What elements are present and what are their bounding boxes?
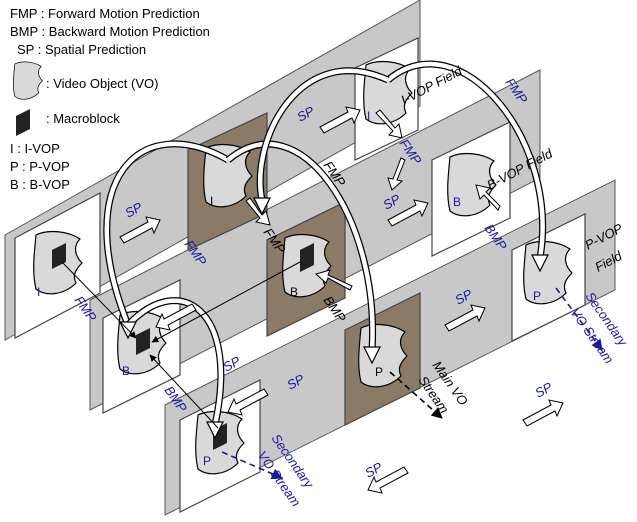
- label-sp-7: SP: [532, 379, 555, 401]
- legend-pvop: P : P-VOP: [10, 159, 70, 174]
- sp-arrow-13: [387, 157, 406, 191]
- macroblock-b-mid: [300, 243, 314, 272]
- sp-arrow-9: [375, 109, 403, 139]
- sp-arrow-11: [475, 184, 501, 211]
- letter-i-mid: I: [210, 194, 213, 208]
- legend-ivop: I : I-VOP: [10, 141, 60, 156]
- sp-arrow-5: [227, 388, 269, 416]
- curve-head-5: [206, 421, 224, 440]
- legend-vo-icon: [13, 61, 43, 100]
- sp-arrow-2: [319, 106, 361, 134]
- letter-p-right: P: [533, 289, 541, 303]
- curve-head-4: [253, 197, 271, 216]
- sp-arrow-1: [119, 216, 161, 244]
- legend-macroblock-icon: [16, 109, 30, 136]
- letter-i-left: I: [37, 285, 40, 299]
- letter-b-right: B: [453, 195, 461, 209]
- sp-arrow-7: [522, 399, 564, 427]
- label-sp-2: SP: [294, 103, 317, 125]
- sp-arrow-4: [387, 199, 429, 227]
- curve-head-2: [363, 346, 381, 365]
- label-sp-8: SP: [362, 459, 385, 481]
- sp-arrows: [119, 106, 564, 494]
- letter-p-left: P: [203, 454, 211, 468]
- macroblock-b-left: [136, 328, 150, 355]
- legend-vo: : Video Object (VO): [46, 76, 158, 91]
- label-sp-6: SP: [452, 286, 475, 308]
- sp-arrow-3: [155, 303, 197, 331]
- vo-p-right: [523, 240, 573, 305]
- legend: FMP : Forward Motion Prediction BMP : Ba…: [10, 6, 210, 192]
- stream-arrow-p-mid: [389, 371, 443, 419]
- legend-fmp: FMP : Forward Motion Prediction: [10, 6, 200, 21]
- stream-arrow-p-right: [555, 287, 603, 351]
- sp-arrow-6: [444, 304, 486, 332]
- arrow-i-to-b-mb: [61, 261, 137, 339]
- arrow-bmid-to-bleft-mb: [151, 261, 301, 343]
- sp-arrow-12: [314, 269, 353, 291]
- curved-arrows: [103, 60, 547, 426]
- stream-arrow-p-left: [221, 451, 284, 480]
- label-sp-3: SP: [220, 353, 243, 375]
- sp-arrow-8: [367, 466, 409, 494]
- label-sp-4: SP: [380, 191, 403, 213]
- arrow-p-to-b-mb: [149, 354, 219, 429]
- letter-b-left: B: [122, 364, 130, 378]
- label-sp-5: SP: [284, 371, 307, 393]
- letter-b-mid: B: [290, 285, 298, 299]
- legend-macroblock: : Macroblock: [46, 111, 120, 126]
- letter-p-mid: P: [375, 365, 383, 379]
- curve-head-3: [531, 254, 549, 273]
- legend-bvop: B : B-VOP: [10, 177, 70, 192]
- legend-sp: SP : Spatial Prediction: [17, 42, 146, 57]
- sp-arrow-10: [245, 197, 271, 226]
- legend-bmp: BMP : Backward Motion Prediction: [10, 24, 210, 39]
- label-sp-1: SP: [122, 199, 145, 221]
- letter-i-right: I: [367, 109, 370, 123]
